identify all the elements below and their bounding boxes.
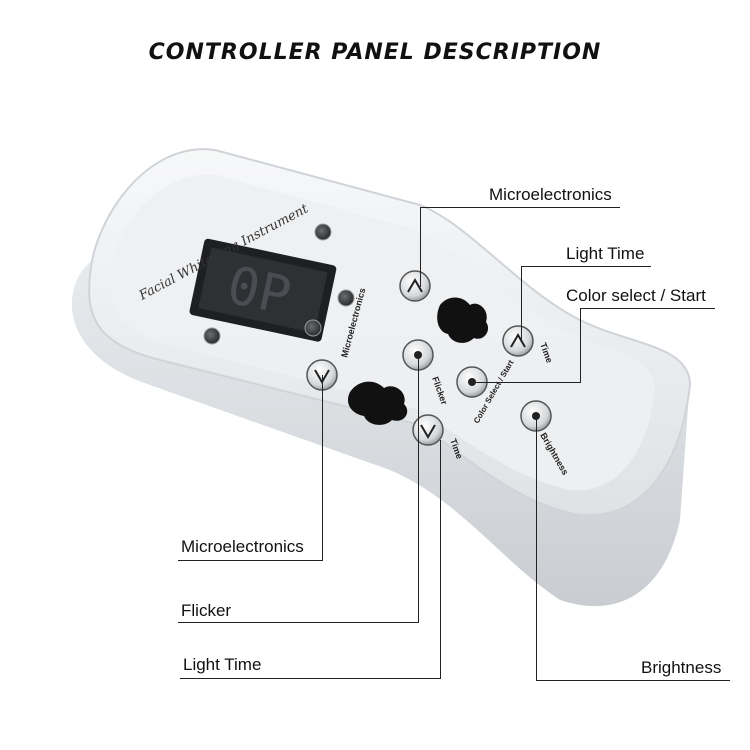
time-down-button[interactable] [412,414,444,446]
callout-microelectronics-bottom: Microelectronics [181,537,304,556]
leader-line [536,680,730,681]
leader-line [580,308,581,383]
arrow-up-icon [407,278,423,293]
face-silhouette-icon [347,381,408,425]
arrow-up-icon [510,333,526,348]
leader-line [180,678,441,679]
time-up-button[interactable] [502,325,534,357]
callout-light-time-bottom: Light Time [183,655,262,674]
leader-line [420,207,620,208]
leader-line [580,308,715,309]
indicator-led [314,223,332,241]
leader-line [521,266,522,341]
callout-flicker: Flicker [181,601,232,620]
callout-color-select-start: Color select / Start [566,286,706,305]
leader-line [420,207,421,287]
page-title: CONTROLLER PANEL DESCRIPTION [148,40,602,65]
callout-brightness: Brightness [641,658,722,677]
microelectronics-up-button[interactable] [399,270,431,302]
callout-light-time-top: Light Time [566,244,645,263]
indicator-led [203,327,221,345]
indicator-led [337,289,355,307]
leader-line [521,266,651,267]
callout-microelectronics-top: Microelectronics [489,185,612,204]
leader-line [178,560,323,561]
leader-line [322,375,323,561]
face-silhouette-icon [437,297,489,343]
display-readout: 0P [222,256,296,328]
leader-line [472,382,580,383]
leader-line [418,355,419,623]
leader-line [178,622,419,623]
lcd-display: 0P [189,238,337,342]
leader-line [440,440,441,679]
arrow-down-icon [420,424,436,439]
indicator-led [304,319,322,337]
leader-line [536,416,537,680]
